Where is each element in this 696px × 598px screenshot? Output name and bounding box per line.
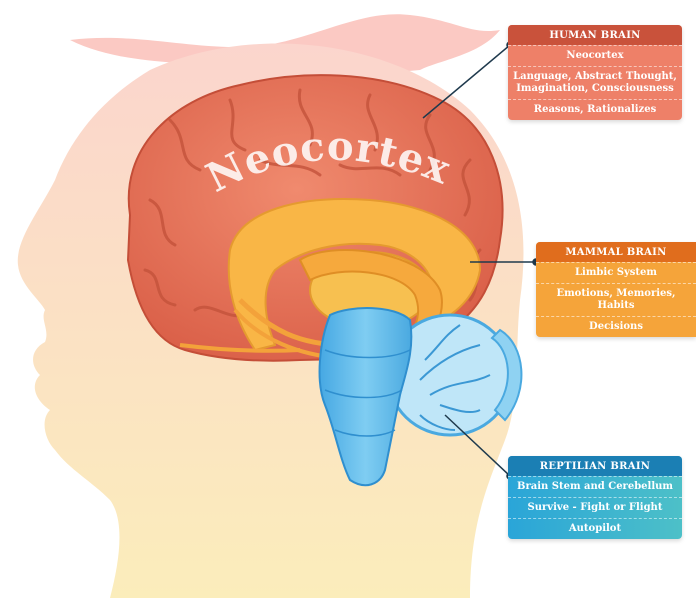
mammal-brain-row: Limbic System bbox=[536, 262, 696, 283]
human-brain-row: Language, Abstract Thought, Imagination,… bbox=[508, 66, 682, 99]
human-brain-row: Neocortex bbox=[508, 45, 682, 66]
reptilian-brain-row: Brain Stem and Cerebellum bbox=[508, 476, 682, 497]
reptilian-brain-callout: REPTILIAN BRAIN Brain Stem and Cerebellu… bbox=[508, 456, 682, 539]
human-brain-row: Reasons, Rationalizes bbox=[508, 99, 682, 120]
reptilian-brain-row: Survive - Fight or Flight bbox=[508, 497, 682, 518]
reptilian-brain-title: REPTILIAN BRAIN bbox=[508, 456, 682, 476]
mammal-brain-row: Emotions, Memories, Habits bbox=[536, 283, 696, 316]
mammal-brain-callout: MAMMAL BRAIN Limbic System Emotions, Mem… bbox=[536, 242, 696, 337]
human-brain-title: HUMAN BRAIN bbox=[508, 25, 682, 45]
reptilian-brain-row: Autopilot bbox=[508, 518, 682, 539]
human-brain-callout: HUMAN BRAIN Neocortex Language, Abstract… bbox=[508, 25, 682, 120]
mammal-brain-row: Decisions bbox=[536, 316, 696, 337]
mammal-brain-title: MAMMAL BRAIN bbox=[536, 242, 696, 262]
